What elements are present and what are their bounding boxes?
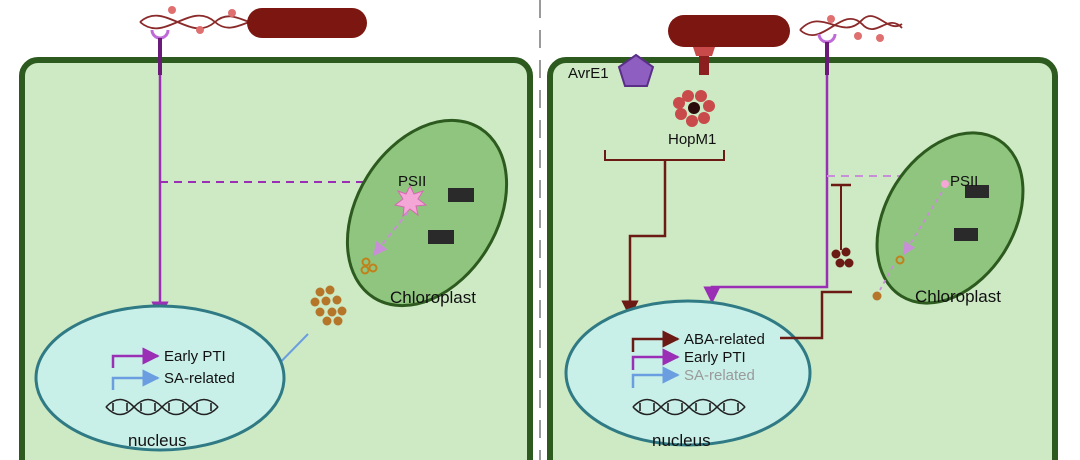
right-psii-label: PSII <box>950 173 978 190</box>
right-gene-sa-related: SA-related <box>684 367 755 384</box>
right-nucleus-label: nucleus <box>652 431 711 450</box>
left-panel: PSII Chloroplast Early PTI SA-related nu… <box>19 6 533 460</box>
receptor-icon <box>817 33 837 75</box>
left-chloroplast <box>345 118 509 308</box>
right-gene-early-pti: Early PTI <box>684 349 746 366</box>
flagellum-icon <box>799 15 903 42</box>
t3ss-needle-icon <box>693 47 715 56</box>
thylakoid-stack <box>428 230 454 244</box>
ros-dots-icon <box>831 247 854 268</box>
thylakoid-stack <box>954 228 978 241</box>
ros-dots-icon <box>310 285 347 326</box>
hopm1-flower-icon <box>673 90 715 127</box>
right-gene-aba-related: ABA-related <box>684 331 765 348</box>
left-nucleus-label: nucleus <box>128 431 187 450</box>
left-chloroplast-label: Chloroplast <box>390 288 476 307</box>
effector-avre1-label: AvrE1 <box>568 65 609 82</box>
avre1-pentagon-icon <box>617 53 655 87</box>
left-psii-label: PSII <box>398 173 426 190</box>
dna-helix-icon <box>105 398 219 416</box>
dna-helix-icon <box>632 398 746 416</box>
receptor-icon <box>150 29 170 75</box>
thylakoid-stack <box>965 185 989 198</box>
right-chloroplast-label: Chloroplast <box>915 287 1001 306</box>
right-nucleus <box>564 299 812 447</box>
right-chloroplast <box>875 131 1025 305</box>
bacterium-icon <box>668 15 790 47</box>
left-gene-early-pti: Early PTI <box>164 348 226 365</box>
bacterium-icon <box>247 8 367 38</box>
right-panel: AvrE1 HopM1 PSII Chloroplast <box>547 15 1058 460</box>
psii-starburst-icon <box>393 184 428 218</box>
left-nucleus <box>34 304 286 452</box>
left-gene-sa-related: SA-related <box>164 370 235 387</box>
thylakoid-stack <box>448 188 474 202</box>
effector-hopm1-label: HopM1 <box>668 131 716 148</box>
psii-marker-icon <box>941 180 949 188</box>
